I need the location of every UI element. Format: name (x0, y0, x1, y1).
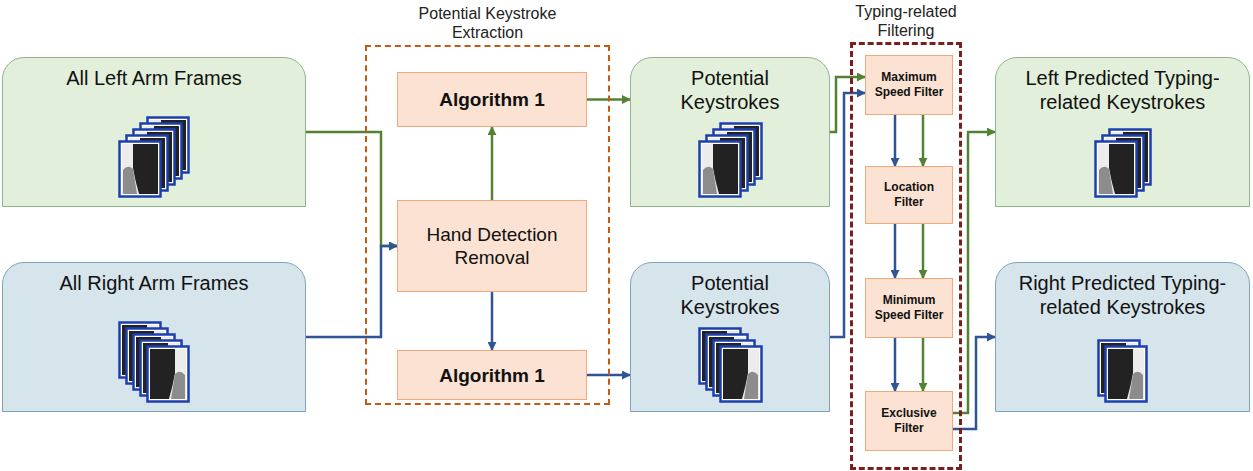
frame-stack (698, 327, 763, 403)
box-label: Hand Detection Removal (398, 219, 586, 273)
frames-box: Potential Keystrokes (630, 262, 830, 412)
filter-box: Maximum Speed Filter (865, 55, 953, 115)
box-label: Algorithm 1 (431, 360, 553, 391)
connector (306, 132, 397, 246)
frame-stack (1094, 128, 1152, 198)
frames-box: Potential Keystrokes (630, 57, 830, 207)
box-label: Maximum Speed Filter (866, 67, 952, 103)
filter-box: Exclusive Filter (865, 391, 953, 451)
connector (895, 224, 923, 278)
box-label: Exclusive Filter (866, 403, 952, 439)
filter-box: Location Filter (865, 166, 953, 224)
frame-stack (118, 116, 190, 198)
frames-box: All Left Arm Frames (2, 57, 306, 207)
connector (492, 127, 493, 200)
frame-picture (120, 142, 161, 197)
frame-picture (148, 347, 189, 402)
connector-line (922, 338, 925, 391)
connector-line (894, 338, 897, 391)
box-label: Potential Keystrokes (631, 58, 829, 114)
box-label: Right Predicted Typing-related Keystroke… (996, 263, 1249, 319)
box-label: Location Filter (866, 177, 952, 213)
connector (492, 292, 493, 350)
frames-box: Left Predicted Typing-related Keystrokes (995, 57, 1250, 207)
frame-picture (720, 347, 761, 402)
box-label: All Right Arm Frames (3, 263, 305, 295)
box-label: Left Predicted Typing-related Keystrokes (996, 58, 1249, 114)
frames-box: All Right Arm Frames (2, 262, 306, 412)
connector (895, 115, 923, 166)
box-label: Potential Keystrokes (631, 263, 829, 319)
connector-line (491, 292, 494, 350)
box-label: Minimum Speed Filter (866, 290, 952, 326)
connector-line (306, 246, 397, 337)
frame-picture (1106, 347, 1147, 402)
connector-line (894, 224, 897, 278)
connector (830, 77, 865, 132)
box-label: All Left Arm Frames (3, 58, 305, 90)
connector-line (306, 132, 397, 246)
process-box: Hand Detection Removal (397, 200, 587, 292)
connector-line (830, 93, 865, 337)
connector-line (830, 77, 865, 132)
frame-picture (1095, 142, 1136, 197)
box-label: Algorithm 1 (431, 84, 553, 115)
frame-stack (698, 122, 763, 198)
connector-line (491, 127, 494, 200)
dashed-group: Typing-related FilteringMaximum Speed Fi… (850, 42, 962, 470)
connector-line (922, 224, 925, 278)
frame-picture (699, 142, 740, 197)
frame-stack (118, 321, 190, 403)
filter-box: Minimum Speed Filter (865, 278, 953, 338)
group-heading: Typing-related Filtering (836, 2, 976, 40)
process-box: Algorithm 1 (397, 72, 587, 127)
connector (306, 246, 397, 337)
connector (895, 338, 923, 391)
dashed-group: Potential Keystroke ExtractionAlgorithm … (365, 45, 610, 405)
process-box: Algorithm 1 (397, 350, 587, 400)
group-heading: Potential Keystroke Extraction (388, 4, 588, 42)
frame-stack (1097, 339, 1148, 403)
connector (830, 93, 865, 337)
connector-line (894, 115, 897, 166)
connector-line (922, 115, 925, 166)
frames-box: Right Predicted Typing-related Keystroke… (995, 262, 1250, 412)
